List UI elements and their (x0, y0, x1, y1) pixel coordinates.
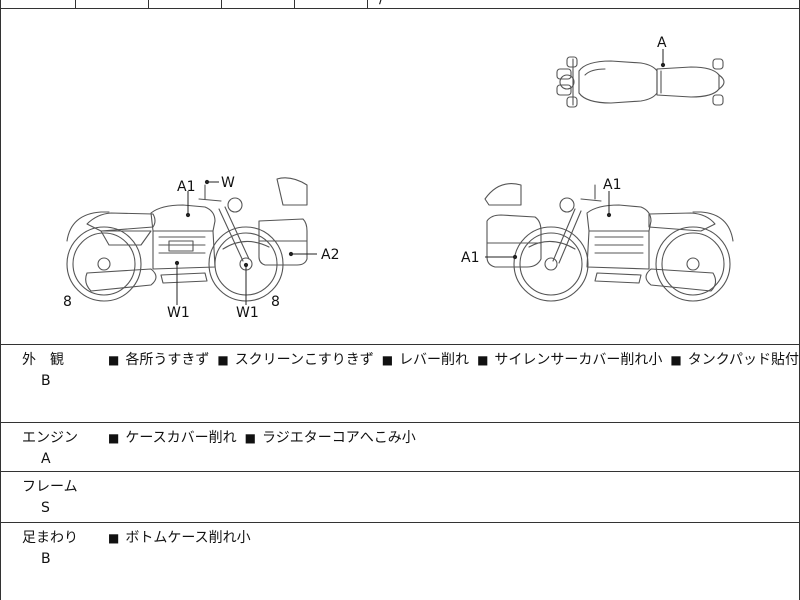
section-engine: エンジン A ■ ケースカバー削れ ■ ラジエターコアへこみ小 (1, 423, 799, 471)
header-cell (295, 0, 368, 8)
section-label: エンジン (22, 430, 78, 446)
bullet-square-icon: ■ (477, 353, 489, 367)
callout-label: 8 (63, 294, 72, 310)
note-item: ■ 各所うすきず (108, 352, 209, 368)
section-exterior: 外 観 B ■ 各所うすきず ■ スクリーンこすりきず ■ レバー削れ ■ サイレンサーカバー… (1, 345, 799, 422)
note-item: ■ ボトムケース削れ小 (108, 530, 251, 546)
note-text: ラジエターコアへこみ小 (262, 430, 416, 446)
section-divider (1, 422, 799, 423)
note-item: ■ サイレンサーカバー削れ小 (477, 352, 662, 368)
header-cell (76, 0, 149, 8)
callout-label: 8 (271, 294, 280, 310)
right-side-motorcycle (484, 183, 734, 302)
section-divider (1, 522, 799, 523)
bullet-square-icon: ■ (108, 531, 120, 545)
callout-label: A1 (603, 177, 621, 193)
header-cell (149, 0, 222, 8)
bullet-square-icon: ■ (108, 431, 120, 445)
callout-label: W (221, 175, 235, 191)
note-text: ボトムケース削れ小 (125, 530, 251, 546)
bullet-square-icon: ■ (217, 353, 229, 367)
section-grade: A (41, 451, 51, 467)
section-notes: ■ ボトムケース削れ小 (108, 529, 259, 547)
section-grade: B (41, 373, 51, 389)
note-text: ケースカバー削れ (125, 430, 237, 446)
note-item: ■ レバー削れ (382, 352, 469, 368)
section-label: フレーム (22, 479, 78, 495)
callout-label: A1 (177, 179, 195, 195)
left-side-motorcycle (66, 177, 308, 302)
bullet-square-icon: ■ (244, 431, 256, 445)
header-row-fragment: / (1, 0, 799, 9)
bullet-square-icon: ■ (670, 353, 682, 367)
callout-label: A1 (461, 250, 479, 266)
section-divider (1, 344, 799, 345)
note-text: タンクパッド貼付 (687, 352, 800, 368)
note-text: サイレンサーカバー削れ小 (494, 352, 663, 368)
callout-label: W1 (167, 305, 190, 321)
damage-diagram: A A1 W A2 8 W1 W1 8 A1 A1 (1, 9, 799, 344)
bullet-square-icon: ■ (381, 353, 394, 367)
callout-label: A2 (321, 247, 339, 263)
section-frame: フレーム S (1, 472, 799, 522)
note-item: ■ ラジエターコアへこみ小 (245, 430, 416, 446)
header-cell (1, 0, 76, 8)
note-item: ■ ケースカバー削れ (108, 430, 237, 446)
note-item: ■ スクリーンこすりきず (217, 352, 373, 368)
callout-label: W1 (236, 305, 259, 321)
note-item: ■ タンクパッド貼付 (670, 352, 799, 368)
header-trail-text: / (379, 0, 384, 7)
section-suspension: 足まわり B ■ ボトムケース削れ小 (1, 523, 799, 600)
motorcycle-diagram-svg: A A1 W A2 8 W1 W1 8 A1 A1 (63, 35, 734, 321)
bullet-square-icon: ■ (108, 353, 120, 367)
section-label: 足まわり (22, 530, 78, 546)
callout-label: A (657, 35, 667, 51)
note-text: 各所うすきず (125, 352, 210, 368)
section-grade: B (41, 551, 51, 567)
note-text: レバー削れ (399, 352, 470, 368)
section-label: 外 観 (22, 352, 64, 368)
section-notes: ■ ケースカバー削れ ■ ラジエターコアへこみ小 (108, 429, 424, 447)
top-view-motorcycle (556, 56, 725, 108)
header-cell (222, 0, 295, 8)
section-grade: S (41, 500, 50, 516)
section-notes: ■ 各所うすきず ■ スクリーンこすりきず ■ レバー削れ ■ サイレンサーカバー削れ小 ■ タン… (108, 351, 800, 369)
section-divider (1, 471, 799, 472)
note-text: スクリーンこすりきず (234, 352, 374, 368)
